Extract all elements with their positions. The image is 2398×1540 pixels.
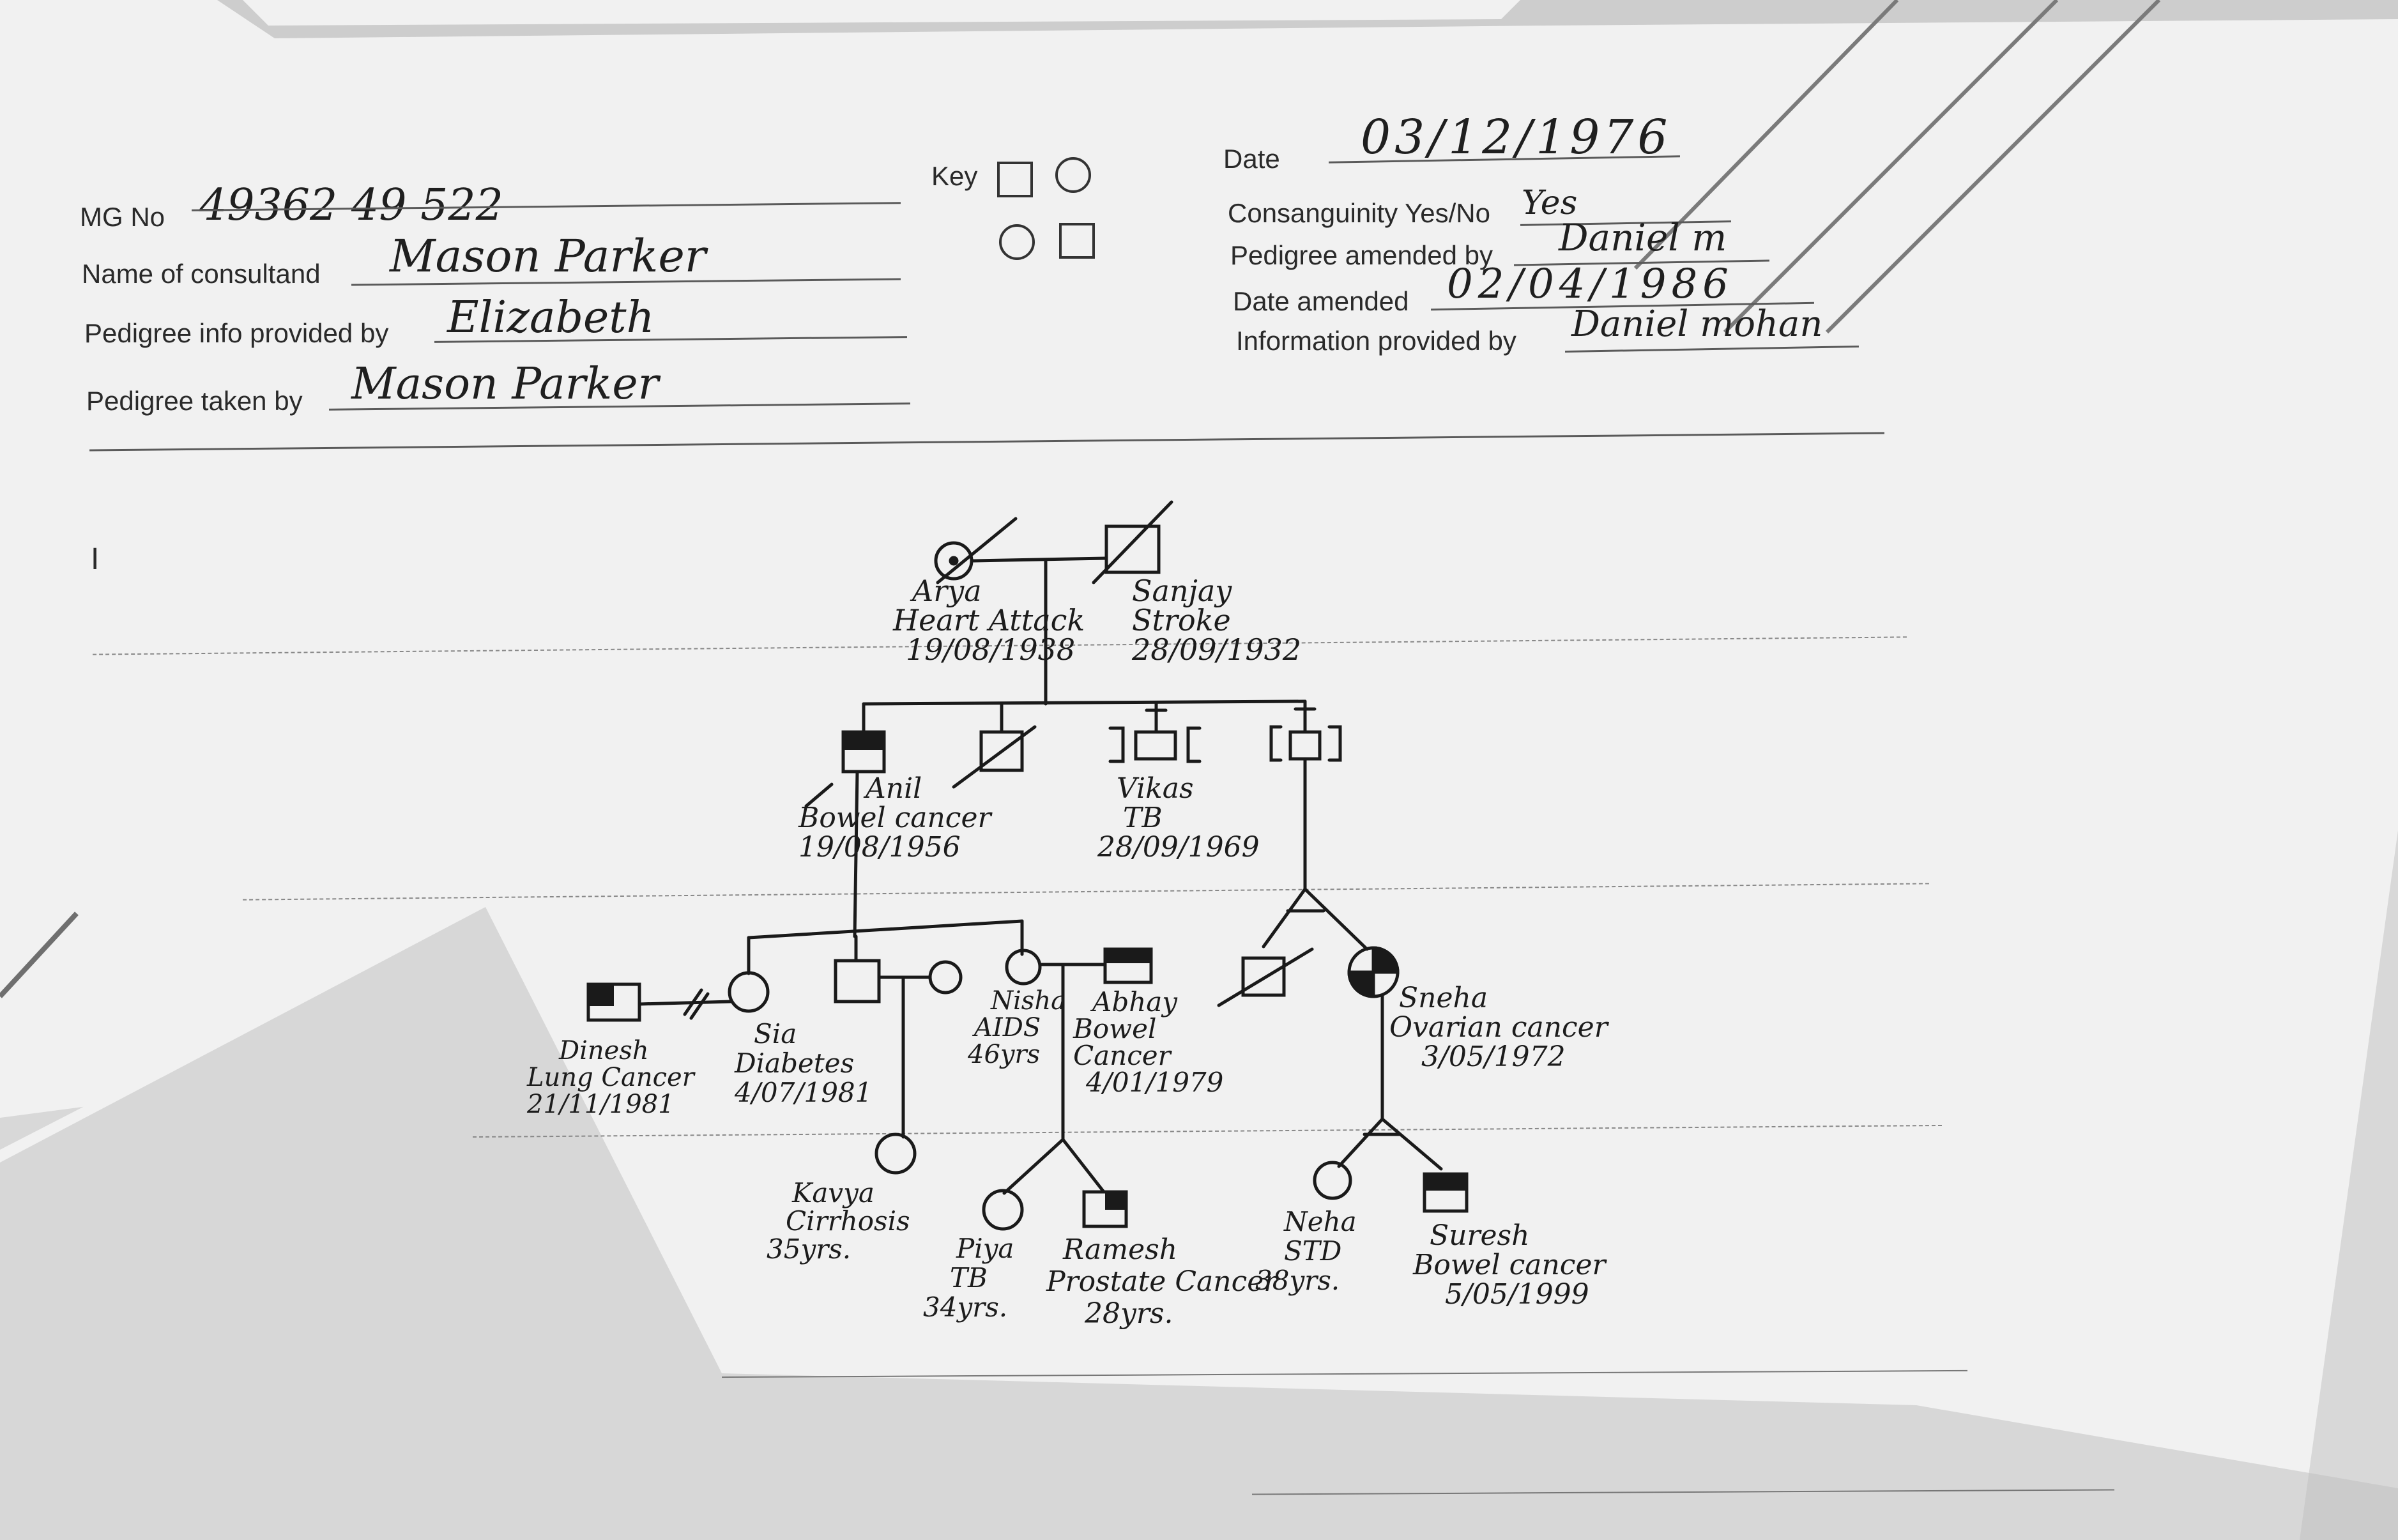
kavya-age: 35yrs. (767, 1233, 852, 1265)
abhay-name: Abhay (1092, 986, 1178, 1018)
margin-mark: I (91, 542, 100, 576)
arya-date: 19/08/1938 (906, 632, 1076, 667)
anil-condition: Bowel cancer (798, 802, 991, 834)
sia-condition: Diabetes (735, 1048, 855, 1079)
consultand-value: Mason Parker (390, 230, 706, 282)
sia-label: Sia Diabetes 4/07/1981 (735, 1019, 872, 1108)
piya-label: Piya TB 34yrs. (923, 1234, 1014, 1322)
arya-name: Arya (912, 574, 982, 608)
sneha-date: 3/05/1972 (1421, 1041, 1566, 1073)
ramesh-label: Ramesh Prostate Cancer 28yrs. (1046, 1234, 1277, 1330)
sanjay-name: Sanjay (1132, 574, 1232, 608)
piya-age: 34yrs. (923, 1292, 1008, 1323)
abhay-condition-2: Cancer (1073, 1040, 1171, 1071)
ramesh-condition: Prostate Cancer (1046, 1265, 1278, 1298)
consanguinity-value: Yes (1522, 184, 1578, 222)
taken-by-value: Mason Parker (351, 359, 659, 409)
kavya-name: Kavya (792, 1177, 874, 1208)
vikas-condition: TB (1123, 802, 1163, 834)
abhay-label: Abhay Bowel Cancer 4/01/1979 (1073, 989, 1223, 1096)
sanjay-date: 28/09/1932 (1132, 632, 1302, 667)
vikas-label: Vikas TB 28/09/1969 (1097, 774, 1260, 862)
nisha-name: Nisha (991, 986, 1066, 1016)
neha-name: Neha (1284, 1206, 1357, 1237)
nisha-age: 46yrs (968, 1040, 1041, 1069)
suresh-name: Suresh (1430, 1219, 1530, 1252)
anil-label: Anil Bowel cancer 19/08/1956 (798, 774, 991, 862)
arya-condition: Heart Attack (893, 603, 1085, 637)
info-provided-label: Pedigree info provided by (84, 318, 389, 348)
piya-condition: TB (950, 1262, 988, 1293)
date-value: 03/12/1976 (1361, 110, 1672, 165)
ramesh-age: 28yrs. (1085, 1297, 1173, 1330)
nisha-condition: AIDS (974, 1013, 1041, 1042)
sanjay-label: Sanjay Stroke 28/09/1932 (1132, 576, 1301, 664)
amended-by-label: Pedigree amended by (1230, 240, 1493, 270)
mg-no-value: 49362 49 522 (199, 180, 503, 231)
amended-by-value: Daniel m (1559, 216, 1727, 259)
nisha-label: Nisha AIDS 46yrs (968, 987, 1066, 1068)
sanjay-condition: Stroke (1132, 603, 1231, 637)
suresh-condition: Bowel cancer (1413, 1249, 1606, 1281)
information-by-value: Daniel mohan (1571, 303, 1823, 345)
date-amended-label: Date amended (1233, 286, 1409, 316)
consanguinity-label: Consanguinity Yes/No (1228, 198, 1490, 228)
taken-by-label: Pedigree taken by (86, 386, 303, 416)
vikas-date: 28/09/1969 (1097, 831, 1260, 864)
mg-no-label: MG No (80, 202, 165, 232)
consultand-label: Name of consultand (82, 259, 321, 289)
sia-name: Sia (754, 1018, 797, 1049)
abhay-date: 4/01/1979 (1086, 1067, 1224, 1098)
abhay-condition: Bowel (1073, 1013, 1157, 1044)
kavya-condition: Cirrhosis (786, 1205, 910, 1237)
key-label: Key (931, 161, 978, 191)
date-label: Date (1223, 144, 1280, 174)
date-amended-value: 02/04/1986 (1447, 261, 1734, 308)
suresh-label: Suresh Bowel cancer 5/05/1999 (1413, 1221, 1606, 1309)
neha-age: 38yrs. (1255, 1265, 1340, 1296)
neha-label: Neha STD 38yrs. (1255, 1207, 1357, 1295)
neha-condition: STD (1284, 1235, 1342, 1267)
dinesh-name: Dinesh (559, 1036, 649, 1065)
dinesh-condition: Lung Cancer (527, 1063, 694, 1092)
sneha-condition: Ovarian cancer (1389, 1011, 1608, 1044)
piya-name: Piya (956, 1233, 1014, 1264)
suresh-date: 5/05/1999 (1445, 1278, 1589, 1311)
information-by-label: Information provided by (1236, 326, 1516, 356)
anil-name: Anil (866, 772, 922, 805)
kavya-label: Kavya Cirrhosis 35yrs. (767, 1179, 910, 1263)
vikas-name: Vikas (1117, 772, 1194, 805)
arya-label: Arya Heart Attack 19/08/1938 (893, 576, 1085, 664)
sia-date: 4/07/1981 (735, 1077, 873, 1108)
ramesh-name: Ramesh (1063, 1233, 1178, 1266)
sneha-label: Sneha Ovarian cancer 3/05/1972 (1389, 984, 1608, 1072)
anil-date: 19/08/1956 (798, 831, 961, 864)
sneha-name: Sneha (1399, 982, 1488, 1014)
info-provided-value: Elizabeth (447, 293, 655, 343)
dinesh-label: Dinesh Lung Cancer 21/11/1981 (527, 1037, 694, 1118)
dinesh-date: 21/11/1981 (527, 1090, 675, 1119)
